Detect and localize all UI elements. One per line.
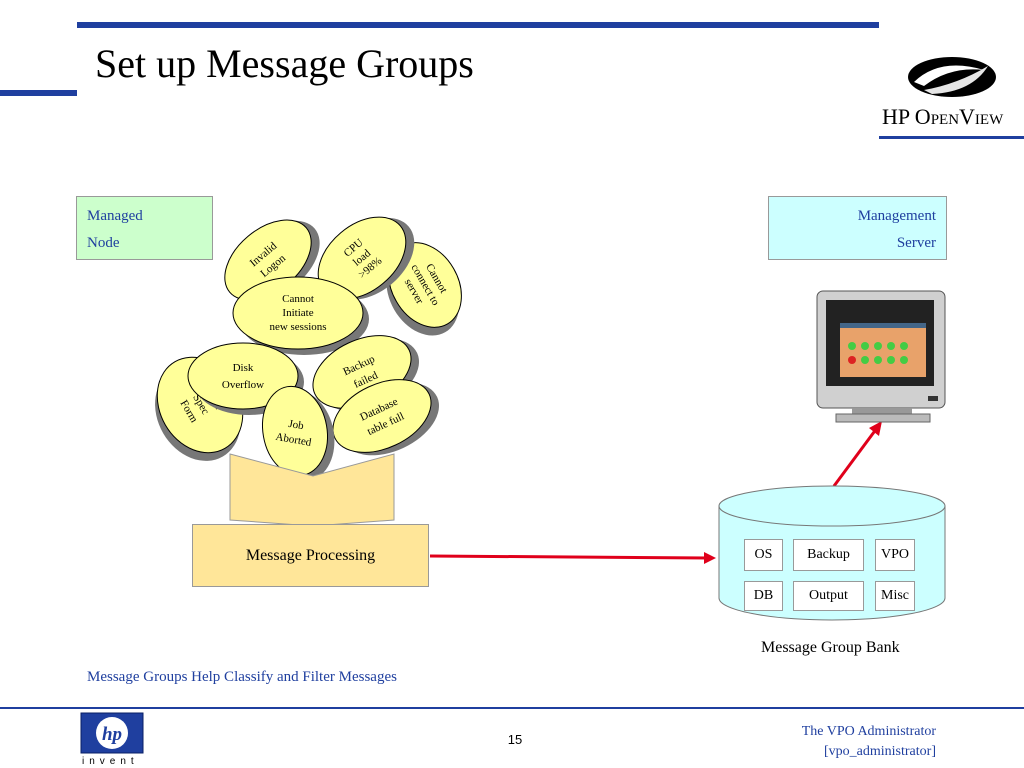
oval-database-full: Database table full [332, 379, 440, 456]
openview-logo: HP OpenView [880, 52, 1024, 132]
top-rule [77, 22, 879, 28]
hp-invent-text: invent [82, 756, 139, 767]
message-processing-box: Message Processing [192, 524, 429, 587]
footer-rule [0, 707, 1024, 709]
footer-line2: [vpo_administrator] [824, 744, 936, 759]
group-misc: Misc [875, 581, 915, 611]
management-server-box: Management Server [768, 196, 947, 260]
footer-right: The VPO Administrator [vpo_administrator… [802, 722, 936, 762]
console-monitor-icon [816, 290, 947, 423]
message-ovals: Cannot connect to server Invalid Logon C… [155, 216, 462, 481]
group-backup: Backup [793, 539, 864, 571]
left-rule [0, 90, 77, 96]
group-vpo: VPO [875, 539, 915, 571]
group-os: OS [744, 539, 783, 571]
footer-line1: The VPO Administrator [801, 724, 936, 739]
openview-swirl-icon [908, 57, 996, 97]
arrow-to-bank-head [704, 552, 716, 564]
arrow-to-bank [429, 554, 709, 560]
managed-node-line1: Managed [87, 208, 143, 224]
oval-disk-overflow-l2: Overflow [222, 379, 264, 391]
oval-cannot-initiate: Cannot Initiate new sessions [232, 276, 369, 355]
managed-node-box: Managed Node [76, 196, 213, 260]
right-rule [879, 136, 1024, 139]
oval-cannot-initiate-l3: new sessions [269, 321, 326, 333]
openview-logo-text: HP OpenView [882, 104, 1004, 129]
oval-cpu-load: CPU load >98% [317, 216, 415, 300]
group-output: Output [793, 581, 864, 611]
group-db: DB [744, 581, 783, 611]
page-number: 15 [507, 732, 523, 747]
page-title: Set up Message Groups [95, 41, 474, 86]
arrow-to-console-head [869, 421, 882, 436]
managed-node-line2: Node [87, 235, 120, 251]
oval-disk-overflow-l1: Disk [233, 362, 254, 374]
management-server-line1: Management [857, 208, 936, 224]
diagram-subtitle: Message Groups Help Classify and Filter … [87, 669, 397, 685]
oval-cannot-initiate-l1: Cannot [282, 293, 314, 305]
oval-cannot-initiate-l2: Initiate [282, 307, 313, 319]
arrow-to-console [832, 427, 879, 487]
funnel-arrow [229, 453, 395, 527]
oval-job-aborted-l1: Job [287, 418, 305, 433]
hp-invent-logo: hp invent [80, 712, 150, 768]
bank-label: Message Group Bank [761, 639, 900, 656]
management-server-line2: Server [896, 235, 936, 251]
oval-job-aborted: Job Aborted [262, 385, 335, 481]
svg-text:hp: hp [102, 724, 122, 745]
